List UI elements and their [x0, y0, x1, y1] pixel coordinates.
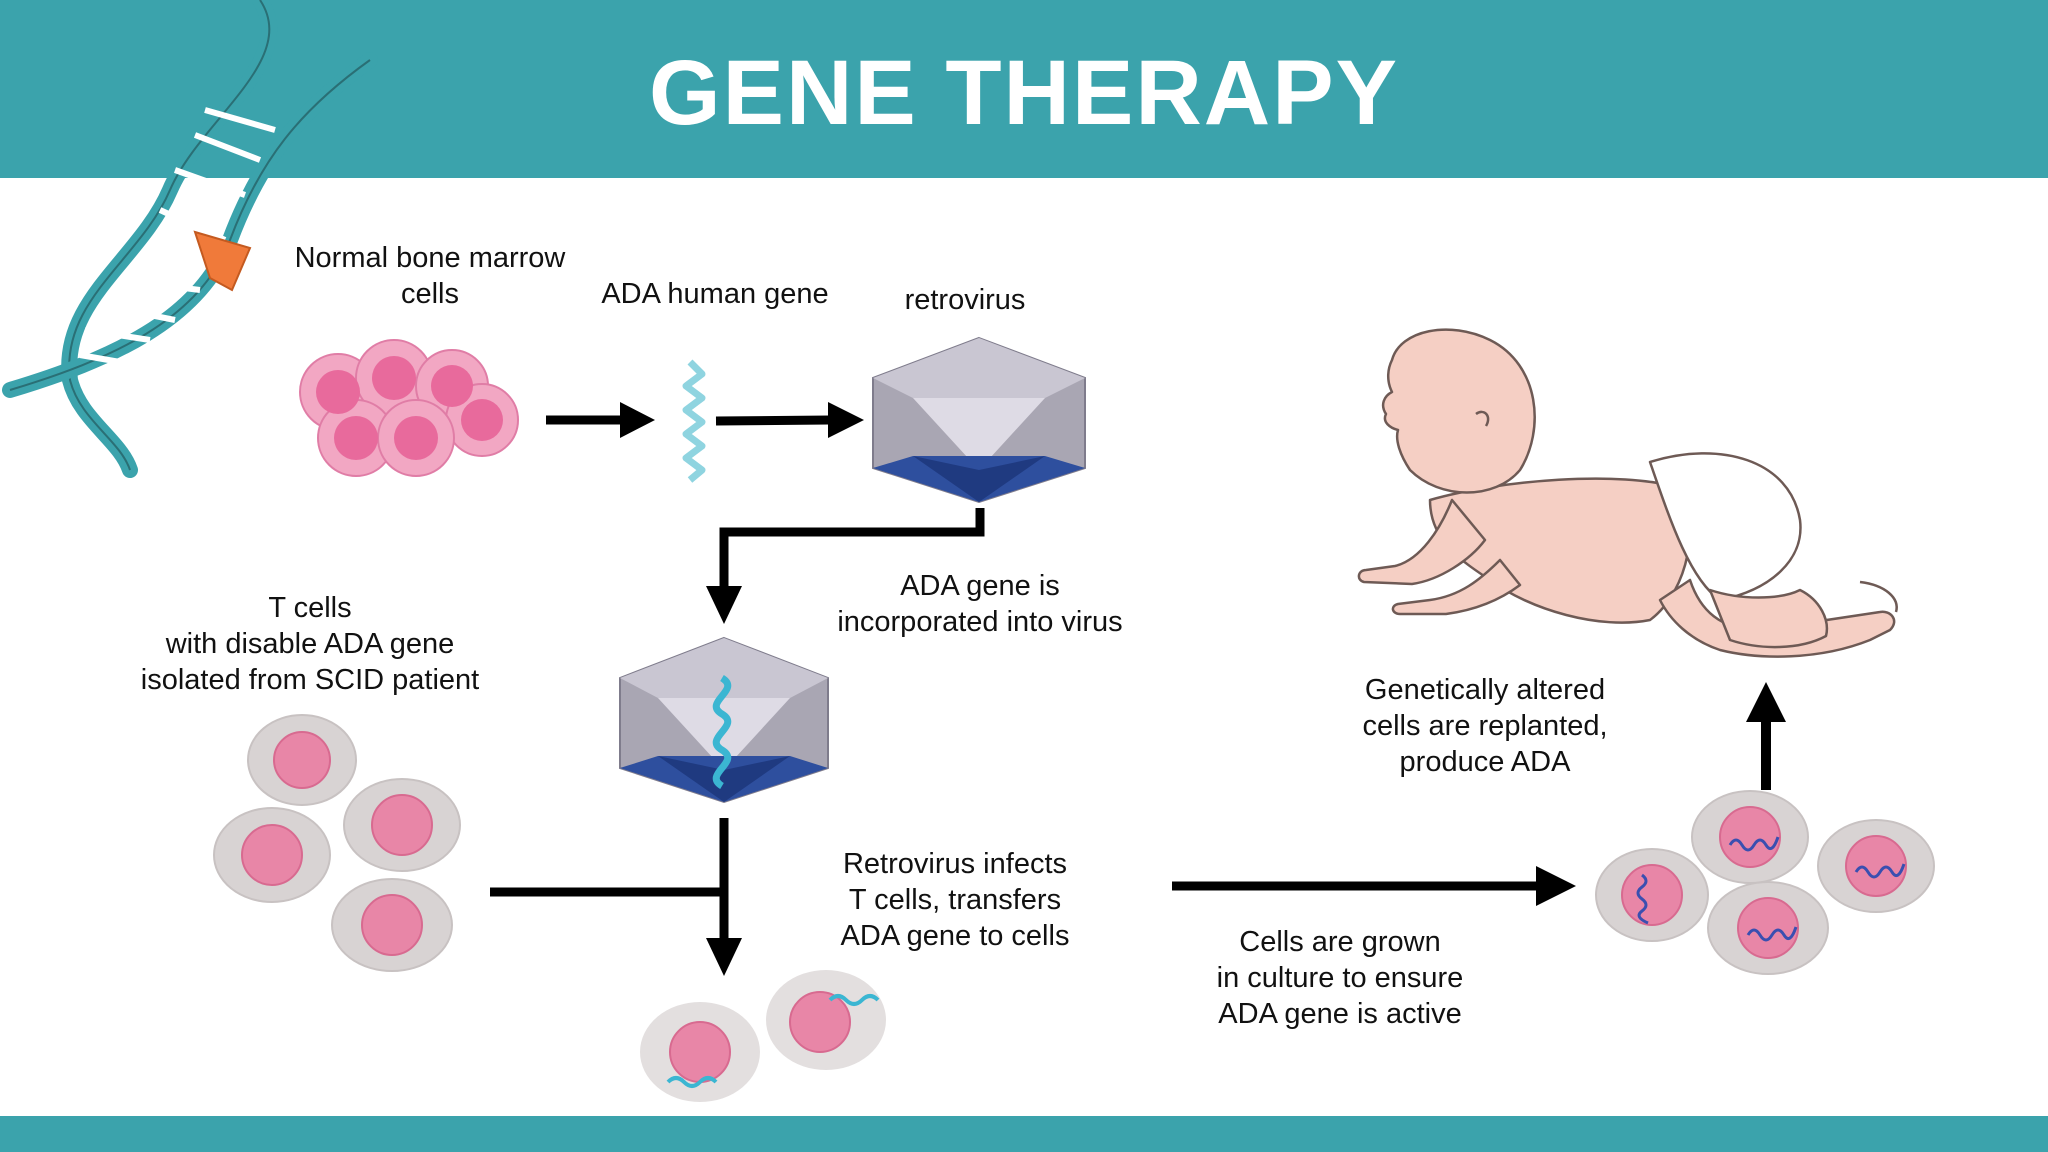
label-ada-human-gene: ADA human gene — [601, 278, 829, 310]
dna-segment-highlight — [193, 230, 252, 292]
label-cells-grown: Cells are grown in culture to ensure ADA… — [1216, 926, 1464, 1030]
label-bone-marrow-cells: Normal bone marrow cells — [294, 242, 566, 310]
arrow-cells-to-patient — [1746, 682, 1786, 790]
icosahedral-virus-icon — [872, 336, 1086, 504]
label-retrovirus-infects: Retrovirus infects T cells, transfers AD… — [840, 848, 1070, 952]
arrow-virus-to-modified-virus — [706, 508, 985, 624]
dna-helix-icon — [2, 0, 378, 478]
bone-marrow-cells — [299, 339, 519, 477]
arrow-gene-to-virus — [715, 402, 864, 438]
arrow-to-cultured-cells — [1172, 866, 1576, 906]
cultured-altered-cells — [1595, 790, 1935, 975]
footer-bar — [0, 1116, 2048, 1152]
crawling-baby-illustration — [1357, 328, 1898, 658]
arrow-cells-to-gene — [546, 402, 655, 438]
label-gene-incorporated: ADA gene is incorporated into virus — [837, 570, 1123, 638]
ada-gene-strand — [682, 359, 706, 483]
label-retrovirus: retrovirus — [904, 284, 1026, 316]
label-scid-t-cells: T cells with disable ADA gene isolated f… — [140, 592, 480, 696]
arrow-virus-to-infected-cells — [706, 818, 742, 976]
infected-t-cells — [640, 970, 886, 1102]
scid-t-cells — [213, 714, 461, 972]
page-title: GENE THERAPY — [649, 41, 1399, 144]
label-cells-replanted: Genetically altered cells are replanted,… — [1362, 674, 1608, 778]
modified-virus-icon — [619, 636, 829, 804]
